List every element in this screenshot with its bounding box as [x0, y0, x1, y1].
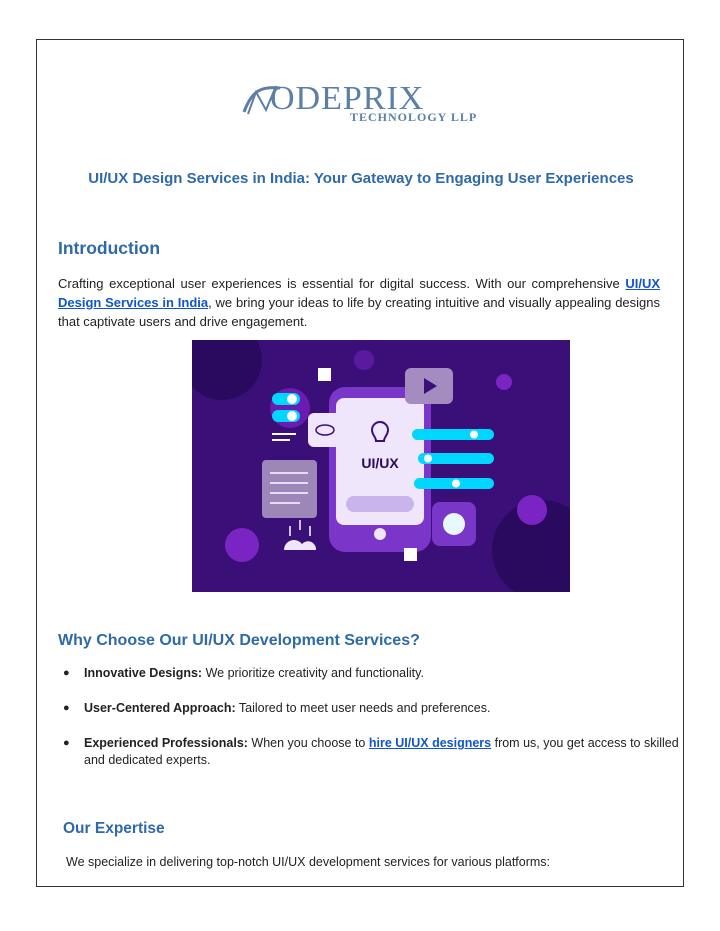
intro-paragraph: Crafting exceptional user experiences is… — [58, 274, 660, 331]
company-logo: ODEPRIX TECHNOLOGY LLP — [242, 78, 482, 128]
bullet-icon: ● — [63, 667, 70, 679]
intro-text-after: , we bring your ideas to life by creatin… — [58, 295, 661, 329]
list-item: ● Experienced Professionals: When you cho… — [58, 735, 683, 769]
item-text-after: from us, you get access to skilled and d… — [84, 736, 679, 767]
bullet-icon: ● — [63, 737, 70, 749]
logo-swoosh-icon — [242, 85, 281, 115]
logo-subtitle: TECHNOLOGY LLP — [350, 110, 478, 124]
item-bold: Innovative Designs: — [84, 666, 203, 680]
hire-designers-link[interactable]: hire UI/UX designers — [368, 736, 492, 750]
why-heading: Why Choose Our UI/UX Development Service… — [58, 632, 420, 649]
list-item: ● Innovative Designs: We prioritize creat… — [58, 665, 683, 682]
uiux-services-link[interactable]: UI/UX Design Services in India — [58, 276, 660, 310]
illustration-label: UI/UX — [361, 455, 399, 471]
benefits-list: ● Innovative Designs: We prioritize creat… — [58, 665, 683, 787]
item-text: Tailored to meet user needs and preferen… — [235, 701, 491, 715]
item-text: We prioritize creativity and functionali… — [202, 666, 424, 680]
document-title: UI/UX Design Services in India: Your Gat… — [88, 170, 634, 187]
intro-heading: Introduction — [58, 238, 161, 258]
document-page: ODEPRIX TECHNOLOGY LLP UI/UX Design Serv… — [36, 39, 684, 887]
bullet-icon: ● — [63, 702, 70, 714]
item-bold: User-Centered Approach: — [84, 701, 236, 715]
uiux-illustration: UI/UX — [192, 340, 570, 592]
list-item: ● User-Centered Approach: Tailored to mee… — [58, 700, 683, 717]
item-text: When you choose to — [247, 736, 369, 750]
item-bold: Experienced Professionals: — [84, 736, 248, 750]
expertise-heading: Our Expertise — [63, 820, 165, 837]
logo-wordmark: ODEPRIX — [270, 80, 425, 117]
intro-text-before: Crafting exceptional user experiences is… — [58, 276, 626, 291]
expertise-paragraph: We specialize in delivering top-notch UI… — [66, 855, 551, 869]
